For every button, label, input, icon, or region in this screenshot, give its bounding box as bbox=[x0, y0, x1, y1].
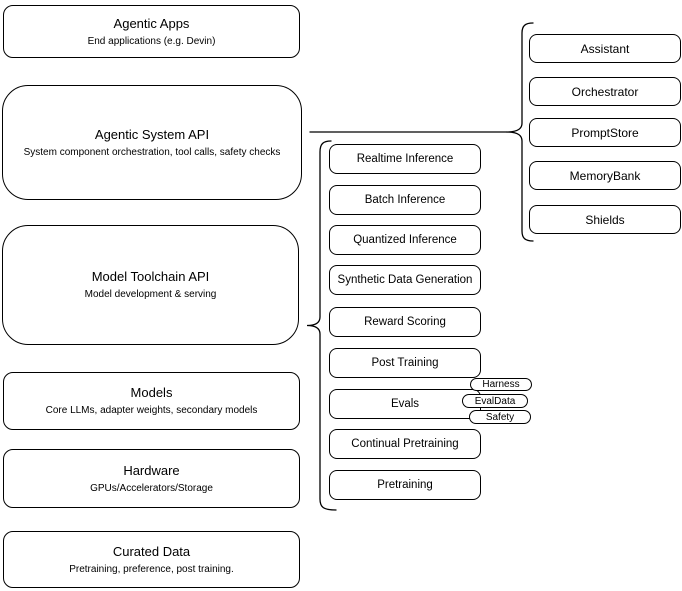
node-quantized-inference: Quantized Inference bbox=[329, 225, 481, 255]
tag-harness: Harness bbox=[470, 378, 532, 391]
node-label: MemoryBank bbox=[569, 168, 641, 183]
node-synthetic-data-generation: Synthetic Data Generation bbox=[329, 265, 481, 295]
node-label: Synthetic Data Generation bbox=[337, 274, 473, 286]
node-label: Assistant bbox=[580, 41, 630, 56]
tag-safety: Safety bbox=[469, 410, 531, 424]
node-label: Shields bbox=[585, 212, 625, 227]
node-subtitle: Core LLMs, adapter weights, secondary mo… bbox=[45, 405, 258, 416]
node-title: Models bbox=[130, 385, 173, 400]
node-label: Evals bbox=[390, 398, 420, 410]
node-hardware: Hardware GPUs/Accelerators/Storage bbox=[3, 449, 300, 508]
node-label: Quantized Inference bbox=[353, 234, 457, 246]
node-label: Pretraining bbox=[377, 479, 433, 491]
node-realtime-inference: Realtime Inference bbox=[329, 144, 481, 174]
node-subtitle: End applications (e.g. Devin) bbox=[87, 35, 216, 47]
node-subtitle: Model development & serving bbox=[84, 289, 217, 300]
tag-evaldata: EvalData bbox=[462, 394, 528, 408]
node-label: Batch Inference bbox=[364, 194, 446, 206]
node-memorybank: MemoryBank bbox=[529, 161, 681, 190]
node-curated-data: Curated Data Pretraining, preference, po… bbox=[3, 531, 300, 588]
node-pretraining: Pretraining bbox=[329, 470, 481, 500]
node-subtitle: Pretraining, preference, post training. bbox=[69, 563, 234, 575]
node-batch-inference: Batch Inference bbox=[329, 185, 481, 215]
node-title: Agentic Apps bbox=[113, 15, 190, 31]
node-promptstore: PromptStore bbox=[529, 118, 681, 147]
node-post-training: Post Training bbox=[329, 348, 481, 378]
tag-label: Harness bbox=[482, 379, 520, 390]
node-subtitle: System component orchestration, tool cal… bbox=[23, 146, 281, 158]
node-title: Agentic System API bbox=[94, 126, 210, 142]
node-models: Models Core LLMs, adapter weights, secon… bbox=[3, 372, 300, 430]
node-assistant: Assistant bbox=[529, 34, 681, 63]
node-title: Model Toolchain API bbox=[91, 269, 210, 284]
node-title: Hardware bbox=[123, 462, 180, 478]
node-label: Post Training bbox=[371, 357, 439, 369]
node-label: Orchestrator bbox=[571, 84, 639, 99]
node-agentic-system-api: Agentic System API System component orch… bbox=[2, 85, 302, 200]
node-title: Curated Data bbox=[112, 543, 191, 559]
node-reward-scoring: Reward Scoring bbox=[329, 307, 481, 337]
node-label: Realtime Inference bbox=[356, 153, 454, 165]
node-orchestrator: Orchestrator bbox=[529, 77, 681, 106]
node-subtitle: GPUs/Accelerators/Storage bbox=[90, 482, 213, 494]
node-agentic-apps: Agentic Apps End applications (e.g. Devi… bbox=[3, 5, 300, 58]
node-shields: Shields bbox=[529, 205, 681, 234]
tag-label: Safety bbox=[485, 411, 515, 423]
node-evals: Evals bbox=[329, 389, 481, 419]
tag-label: EvalData bbox=[474, 395, 516, 407]
node-model-toolchain-api: Model Toolchain API Model development & … bbox=[2, 225, 299, 345]
node-label: PromptStore bbox=[571, 125, 639, 140]
node-label: Continual Pretraining bbox=[351, 438, 459, 450]
node-continual-pretraining: Continual Pretraining bbox=[329, 429, 481, 459]
node-label: Reward Scoring bbox=[364, 316, 446, 328]
